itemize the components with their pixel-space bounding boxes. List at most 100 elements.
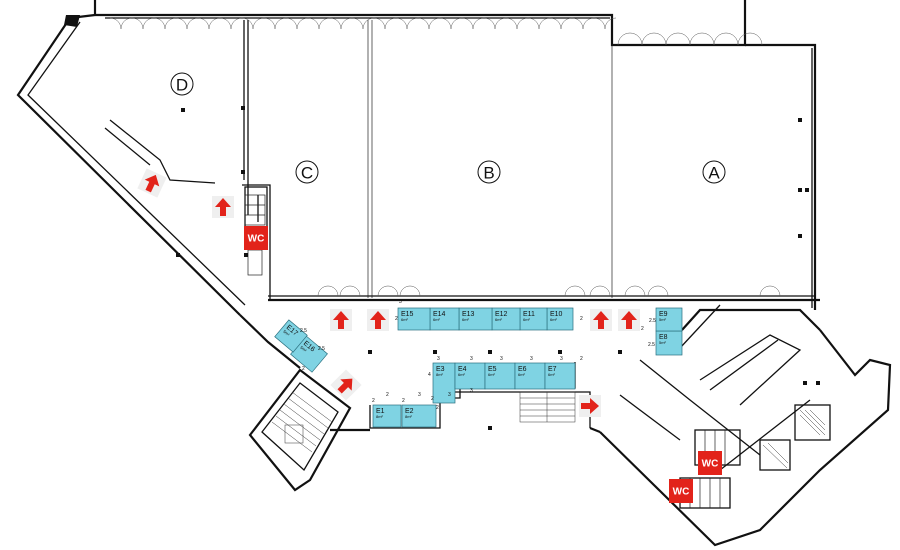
door-arc <box>737 32 751 46</box>
booth-id: E14 <box>433 311 446 318</box>
booth-size: 6m² <box>488 372 496 377</box>
door-arc <box>219 17 232 30</box>
booths: E18m²E28m²E38m²E46m²E56m²E66m²E76m²E85m²… <box>274 307 683 428</box>
door-arc <box>549 17 562 30</box>
dimension-label: 3 <box>470 356 473 362</box>
hall-letter: C <box>301 164 313 183</box>
booth-size: 6m² <box>458 372 466 377</box>
door-arc <box>759 285 771 297</box>
door-arc <box>560 17 573 30</box>
wc-sign-icon: WC <box>698 451 722 475</box>
column <box>798 234 802 238</box>
door-arc <box>197 17 210 30</box>
door-arc <box>373 17 386 30</box>
door-arc <box>657 285 669 297</box>
column <box>798 188 802 192</box>
door-arc <box>318 17 331 30</box>
door-arc <box>339 285 351 297</box>
booth-id: E10 <box>550 311 563 318</box>
escalator <box>519 391 576 423</box>
door-arc <box>564 285 576 297</box>
booth-size: 5m² <box>282 329 291 338</box>
door-arc <box>641 32 655 46</box>
booth-size: 8m² <box>436 372 444 377</box>
red-arrow-icon <box>330 309 352 331</box>
red-arrow-icon <box>137 168 167 198</box>
dimension-label: 2 <box>580 316 583 322</box>
dimension-label: 2 <box>436 405 439 411</box>
booth-id: E15 <box>401 311 414 318</box>
door-arc <box>634 285 646 297</box>
door-arc <box>461 17 474 30</box>
dimension-label: 2 <box>580 356 583 362</box>
door-arc <box>208 17 221 30</box>
stairwell-left <box>248 368 352 492</box>
door-arc <box>665 32 679 46</box>
booth-size: 6m² <box>401 317 409 322</box>
column <box>241 170 245 174</box>
booth-size: 5m² <box>299 345 308 354</box>
door-arc <box>153 17 166 30</box>
door-arc <box>604 17 617 30</box>
booth-size: 6m² <box>495 317 503 322</box>
door-arc <box>186 17 199 30</box>
door-arc <box>624 285 636 297</box>
door-arc <box>263 17 276 30</box>
door-arc <box>285 17 298 30</box>
booth-size: 5m² <box>659 317 667 322</box>
door-arc <box>387 285 399 297</box>
dimension-label: 4 <box>428 372 431 378</box>
dimension-label: 3 <box>470 388 473 394</box>
dimension-label: 2 <box>386 392 389 398</box>
hall-letter: A <box>708 164 720 183</box>
booth-size: 6m² <box>550 317 558 322</box>
hall-letter: B <box>483 164 494 183</box>
door-arc <box>647 285 659 297</box>
door-arc <box>574 285 586 297</box>
column <box>558 350 562 354</box>
door-arc <box>417 17 430 30</box>
door-arc <box>494 17 507 30</box>
column <box>176 253 180 257</box>
columns <box>176 106 820 430</box>
dimension-label: 2.5 <box>318 346 325 352</box>
dimension-label: 2.5 <box>300 328 307 334</box>
door-arc <box>629 32 643 46</box>
column <box>181 108 185 112</box>
dimension-label: 3 <box>418 392 421 398</box>
door-arc <box>571 17 584 30</box>
dimension-label: 3 <box>500 356 503 362</box>
door-arc <box>599 285 611 297</box>
door-arc <box>538 17 551 30</box>
dimension-label: 2 <box>431 396 434 402</box>
booth-size: 6m² <box>523 317 531 322</box>
booth-id: E3 <box>436 366 445 373</box>
column <box>805 188 809 192</box>
door-arc <box>399 285 411 297</box>
direction-arrows <box>137 168 640 417</box>
door-arc <box>349 285 361 297</box>
door-arc <box>701 32 715 46</box>
door-arc <box>527 17 540 30</box>
door-arc <box>120 17 133 30</box>
booth-size: 5m² <box>659 340 667 345</box>
door-arc <box>483 17 496 30</box>
door-arc <box>351 17 364 30</box>
door-arc <box>505 17 518 30</box>
booth-id: E4 <box>458 366 467 373</box>
red-arrow-icon <box>330 369 362 401</box>
corridor-walls <box>239 304 892 547</box>
column <box>488 350 492 354</box>
door-arc <box>428 17 441 30</box>
door-arc <box>593 17 606 30</box>
door-arc <box>677 32 691 46</box>
door-arc <box>317 285 329 297</box>
